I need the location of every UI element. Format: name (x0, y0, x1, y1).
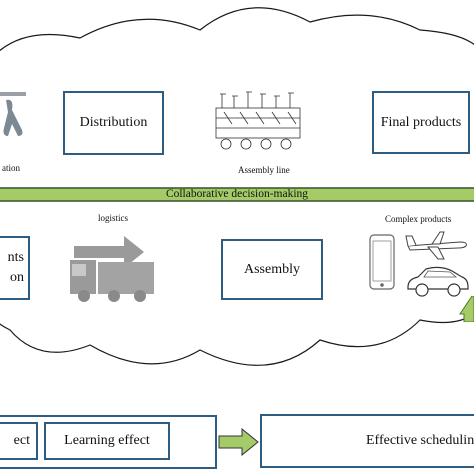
logistics-caption: logistics (98, 213, 129, 223)
top-left-caption: ation (2, 163, 20, 173)
green-right-arrow (218, 428, 259, 456)
final-products-box: Final products (372, 91, 470, 154)
learning-effect-label: Learning effect (64, 433, 150, 448)
effective-scheduling-label: Effective scheduling (366, 433, 474, 448)
assembly-box: Assembly (221, 239, 323, 300)
collaborative-band-label: Collaborative decision-making (165, 188, 309, 200)
bottom-frame (0, 415, 217, 469)
learning-effect-box: Learning effect (44, 422, 170, 460)
final-products-label: Final products (380, 114, 462, 130)
partial-left-line1: nts (7, 250, 24, 265)
effective-scheduling-box: Effective scheduling (260, 414, 474, 468)
partial-left-line2: on (10, 270, 24, 285)
smartphone-icon (369, 234, 395, 290)
distribution-box: Distribution (63, 91, 164, 155)
green-arrow-fragment (459, 296, 474, 322)
car-icon (407, 266, 469, 297)
assembly-line-icon (215, 91, 301, 150)
hand-pointer-icon (0, 92, 26, 136)
airplane-icon (405, 231, 467, 260)
partial-left-box: nts on (0, 236, 30, 300)
collaborative-band (0, 188, 474, 201)
distribution-label: Distribution (79, 115, 148, 130)
complex-products-caption: Complex products (385, 214, 452, 224)
assembly-label: Assembly (244, 261, 300, 277)
partial-bottom-left-label: ect (13, 433, 30, 448)
partial-bottom-left-box: ect (0, 422, 38, 460)
assembly-line-caption: Assembly line (238, 165, 290, 175)
truck-arrow-icon (70, 236, 154, 302)
